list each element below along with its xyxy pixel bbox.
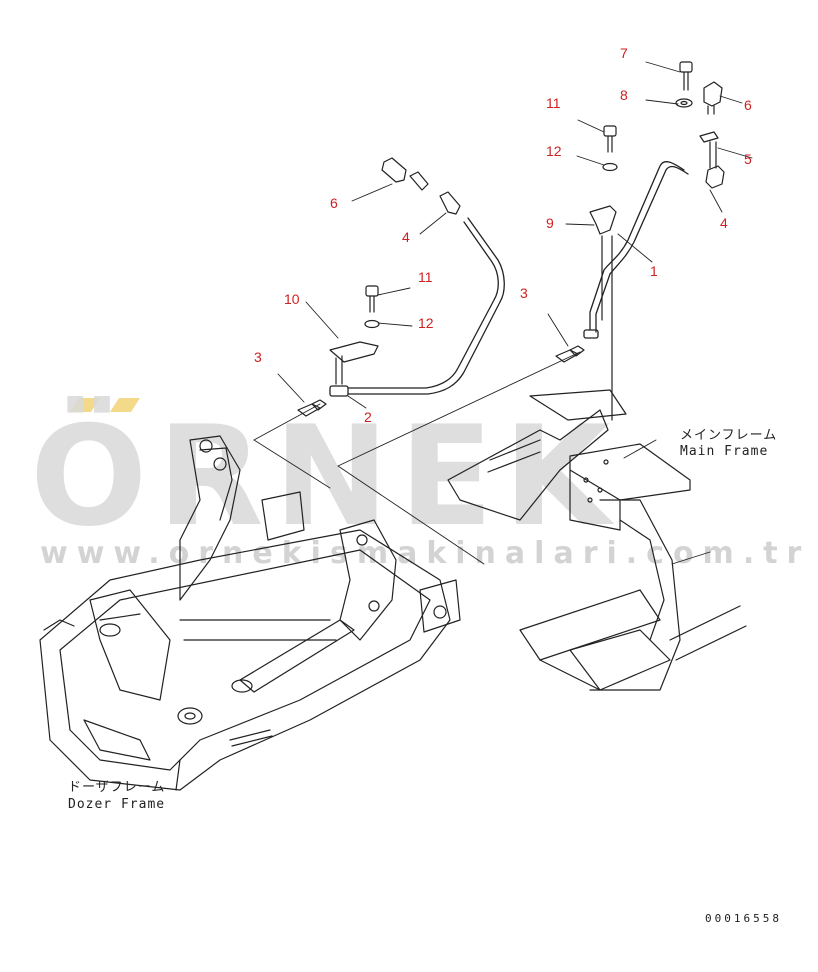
callout-11: 11 [546, 95, 561, 111]
dozer-frame [39, 435, 461, 791]
callout-2: 2 [364, 409, 372, 425]
callout-3: 3 [520, 285, 528, 301]
callout-3: 3 [254, 349, 262, 365]
dozer-frame-label-en: Dozer Frame [68, 797, 166, 812]
reference-lines [253, 351, 581, 565]
fittings-upper-left [381, 157, 461, 215]
callout-5: 5 [744, 151, 752, 167]
tube-1 [583, 160, 689, 339]
callout-9: 9 [546, 215, 554, 231]
main-frame-label-jp: メインフレーム [680, 428, 778, 443]
callout-11: 11 [418, 269, 433, 285]
connectors-3 [297, 345, 585, 417]
callout-10: 10 [284, 291, 300, 307]
callout-1: 1 [650, 263, 658, 279]
callout-12: 12 [546, 143, 562, 159]
bracket-left [329, 285, 380, 385]
callout-6: 6 [330, 195, 338, 211]
tube-2 [329, 217, 505, 397]
main-frame-label-en: Main Frame [680, 444, 769, 459]
callout-4: 4 [402, 229, 410, 245]
dozer-frame-label-jp: ドーザフレーム [68, 780, 166, 795]
watermark-dot [110, 398, 140, 412]
callout-12: 12 [418, 315, 434, 331]
main-frame [447, 389, 747, 691]
document-id: 00016558 [705, 912, 782, 925]
callout-4: 4 [720, 215, 728, 231]
watermark-url: www.ornekismakinalari.com.tr [40, 536, 811, 571]
watermark-umlaut [70, 398, 150, 416]
watermark-brand: ÖRNEK [30, 396, 621, 557]
watermark-dot [70, 398, 100, 412]
fittings-upper-right [675, 61, 725, 189]
callout-7: 7 [620, 45, 628, 61]
leader-lines [277, 61, 753, 565]
callout-6: 6 [744, 97, 752, 113]
callout-8: 8 [620, 87, 628, 103]
